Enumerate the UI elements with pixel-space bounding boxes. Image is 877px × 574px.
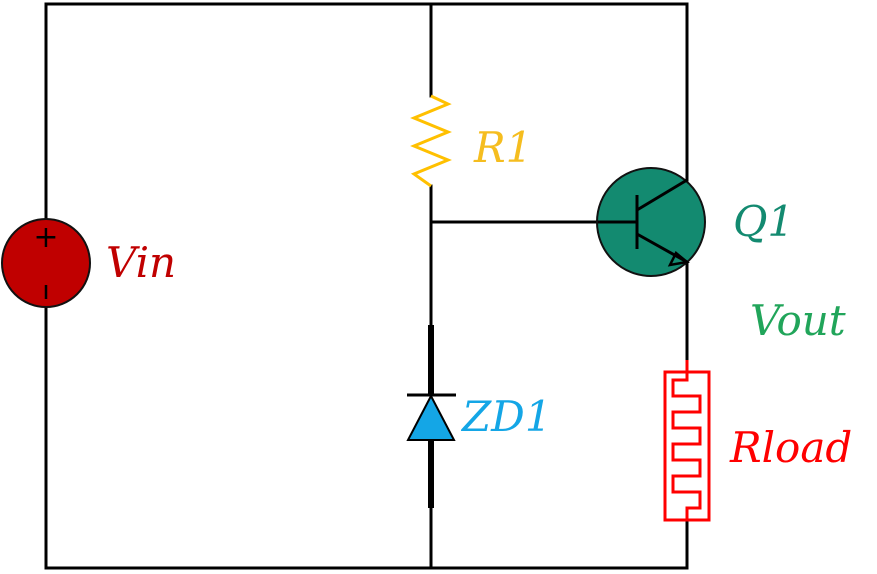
vin-source: +: [1, 218, 91, 308]
q1-label: Q1: [733, 197, 794, 246]
q1-collector: [636, 178, 688, 212]
vin-plus-sign: +: [33, 220, 58, 255]
wires: [44, 2, 689, 570]
vin-source-circle: [1, 218, 91, 308]
q1-emitter: [636, 232, 688, 264]
rload-meander: [671, 372, 702, 520]
rload-resistor: [663, 360, 711, 522]
vin-label: Vin: [106, 238, 176, 287]
q1-transistor-body: [596, 167, 706, 277]
wire-left-bottom: [44, 306, 689, 570]
zd1-zener-diode: [406, 325, 456, 508]
r1-label: R1: [473, 123, 532, 172]
zd1-triangle: [406, 393, 456, 441]
q1-emitter-arrow: [667, 251, 690, 267]
zd1-label: ZD1: [460, 392, 552, 441]
wire-left-top: [44, 2, 689, 222]
q1-transistor: [596, 167, 706, 277]
rload-label: Rload: [729, 423, 852, 472]
r1-resistor: [410, 94, 452, 188]
vout-label: Vout: [750, 296, 846, 345]
